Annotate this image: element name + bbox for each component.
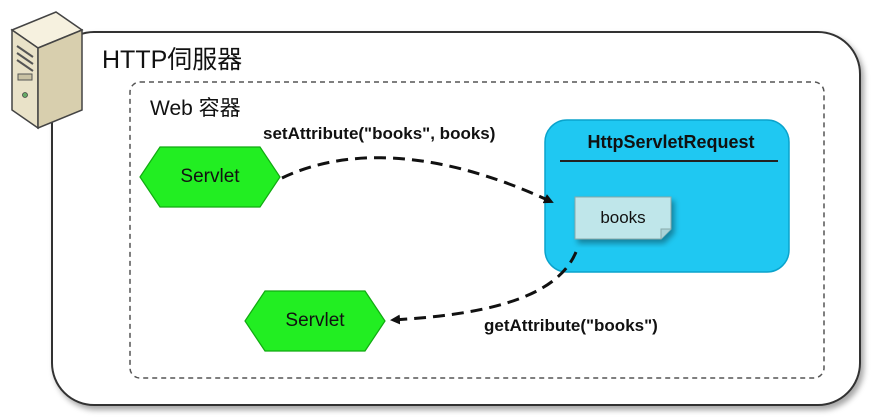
set-attribute-label: setAttribute("books", books) [263, 124, 496, 143]
get-attribute-arrow [390, 251, 578, 325]
servlet-label-1: Servlet [180, 166, 240, 187]
http-server-title: HTTP伺服器 [102, 46, 243, 74]
web-container-title: Web 容器 [150, 97, 241, 120]
set-attribute-arrow [281, 156, 554, 204]
servlet-label-2: Servlet [285, 310, 345, 331]
books-attribute-label: books [600, 208, 646, 227]
servlet-shape-2 [244, 290, 386, 352]
server-tower-icon [10, 11, 84, 130]
web-container-panel [129, 81, 825, 379]
get-attribute-label: getAttribute("books") [484, 316, 658, 335]
request-title: HttpServletRequest [587, 132, 755, 152]
servlet-shape-1 [139, 146, 281, 208]
